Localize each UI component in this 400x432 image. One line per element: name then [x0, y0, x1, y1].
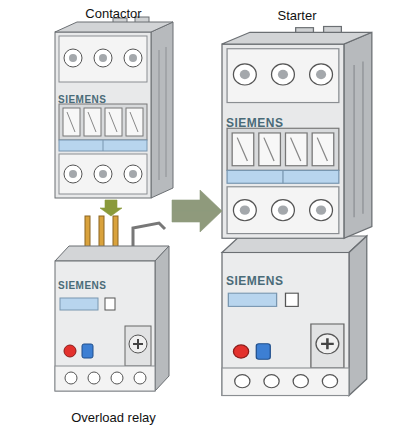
- starter-overload-relay-node: SIEMENS: [222, 242, 372, 406]
- brand-logo: SIEMENS: [58, 94, 107, 106]
- starter-node: StarterSIEMENS SIEMENS: [222, 8, 372, 408]
- overload-relay-node: SIEMENS Overload relay: [55, 216, 172, 428]
- starter-contactor-node: SIEMENS: [222, 30, 372, 242]
- brand-logo: SIEMENS: [226, 274, 284, 288]
- result-arrow: [172, 190, 222, 211]
- device-heading: Contactor: [55, 6, 172, 22]
- overload-relay-drawing: [55, 216, 169, 391]
- device-heading: Overload relay: [55, 410, 172, 426]
- starter-contactor-drawing: [222, 26, 372, 238]
- assembly-arrow: [100, 200, 122, 216]
- brand-logo: SIEMENS: [226, 116, 284, 130]
- device-heading: Starter: [222, 8, 372, 24]
- contactor-node: ContactorSIEMENS: [55, 4, 172, 200]
- contactor-drawing: [55, 17, 173, 198]
- result-arrow: [172, 211, 222, 232]
- brand-logo: SIEMENS: [58, 280, 107, 292]
